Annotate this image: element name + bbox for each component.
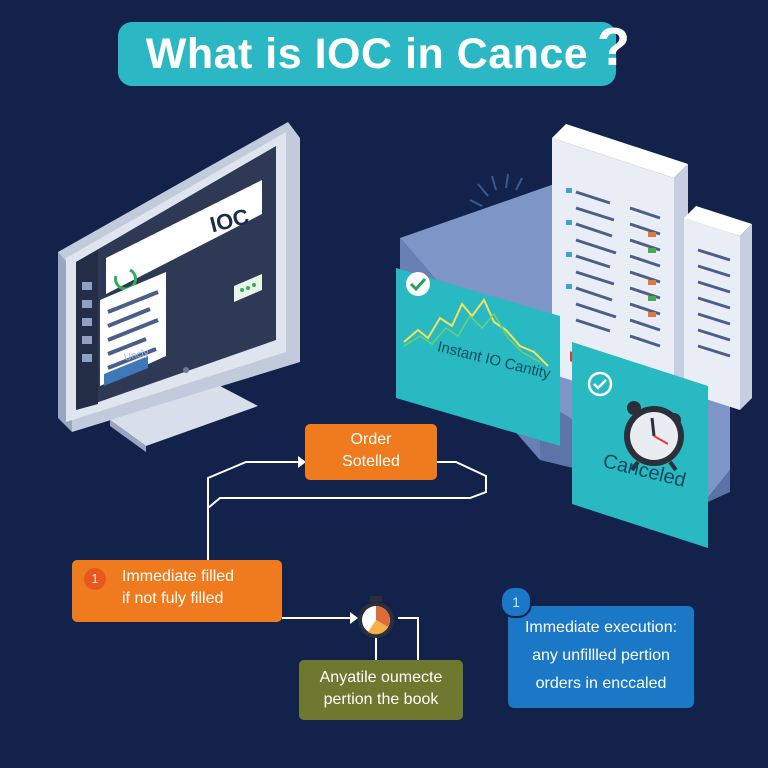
immediate-box-line2: if not fuly filled — [122, 590, 224, 607]
stopwatch-icon — [358, 596, 394, 638]
computer-monitor — [58, 122, 300, 452]
instant-panel — [396, 268, 560, 446]
immediate-step-badge: 1 — [84, 568, 106, 590]
signal-rays — [469, 173, 523, 207]
arrow-head-timer — [350, 612, 358, 624]
order-box: Order Sotelled — [305, 424, 437, 480]
alarm-clock-icon — [624, 401, 684, 472]
immediate-box — [72, 560, 282, 622]
flow-connectors — [207, 461, 487, 660]
title-question-mark: ? — [597, 17, 630, 77]
execution-box-line3: orders in enccaled — [535, 675, 667, 692]
execution-box-line2: any unfillled pertion — [532, 647, 670, 664]
page-title: What is IOC in Cance — [145, 29, 589, 78]
arrow-head-order — [298, 456, 306, 468]
immediate-box-text: Immediate filled if not fuly filled — [122, 566, 282, 610]
execution-step-badge: 1 — [500, 586, 532, 618]
execution-box: Immediate execution: any unfillled perti… — [508, 606, 694, 708]
server-rack-left — [552, 124, 688, 414]
portion-box-line2: pertion the book — [323, 691, 439, 708]
immediate-box-line1: Immediate filled — [122, 568, 235, 585]
title-banner: What is IOC in Cance — [118, 22, 616, 86]
order-box-line2: Sotelled — [342, 453, 400, 470]
execution-box-line1: Immediate execution: — [524, 619, 678, 636]
portion-box-line1: Anyatile oumecte — [319, 669, 443, 686]
server-rack-right — [684, 206, 752, 410]
order-box-line1: Order — [350, 431, 392, 448]
portion-box: Anyatile oumecte pertion the book — [299, 660, 463, 720]
